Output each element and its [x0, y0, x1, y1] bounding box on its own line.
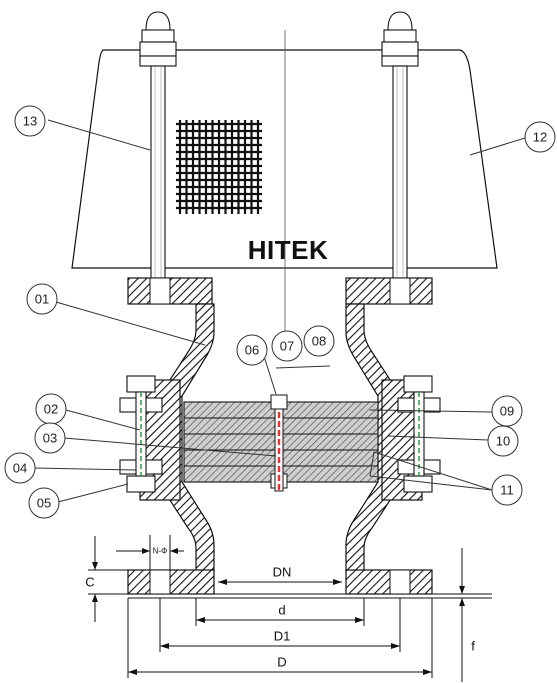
svg-text:12: 12	[533, 130, 547, 145]
bottom-flange-right	[345, 569, 433, 595]
callout-07: 07	[271, 330, 303, 362]
callout-06: 06	[236, 334, 268, 366]
flame-arrester-mesh	[176, 120, 262, 214]
dim-d: d	[195, 598, 365, 626]
dim-f-label: f	[471, 639, 475, 654]
callout-12: 12	[524, 121, 556, 153]
right-flange-bolt	[397, 375, 441, 493]
brand-label: HITEK	[248, 235, 329, 265]
svg-text:13: 13	[23, 114, 37, 129]
callout-05: 05	[28, 487, 60, 519]
center-bolt	[270, 394, 288, 492]
dim-dn-label: DN	[273, 565, 292, 580]
callout-01: 01	[26, 283, 58, 315]
dim-holes-label: N-Φ	[153, 547, 168, 556]
callout-09: 09	[491, 395, 523, 427]
svg-text:07: 07	[280, 339, 294, 354]
upper-flange-right	[345, 277, 433, 305]
svg-text:10: 10	[496, 434, 510, 449]
svg-text:01: 01	[35, 292, 49, 307]
dim-c: C	[85, 536, 128, 622]
svg-text:09: 09	[500, 404, 514, 419]
left-stud	[139, 11, 177, 281]
dim-d1: D1	[159, 598, 401, 652]
dim-c-label: C	[85, 575, 94, 590]
upper-flange-left	[127, 277, 213, 305]
dim-f: f	[432, 548, 492, 682]
callout-02: 02	[35, 393, 67, 425]
callout-13: 13	[14, 105, 46, 137]
dim-outer-d: D	[127, 598, 433, 678]
dim-dn: DN	[218, 565, 342, 585]
dim-holes: N-Φ	[116, 535, 184, 570]
callout-03: 03	[34, 422, 66, 454]
dim-d-label: d	[278, 603, 285, 618]
left-flange-bolt	[119, 375, 163, 493]
svg-text:11: 11	[500, 483, 514, 498]
callout-11: 11	[491, 474, 523, 506]
callout-04: 04	[4, 452, 36, 484]
dim-outer-d-label: D	[277, 655, 286, 670]
bottom-flange-left	[127, 569, 215, 595]
callout-10: 10	[487, 425, 519, 457]
weather-hood	[71, 49, 498, 269]
right-stud	[381, 11, 419, 281]
svg-text:03: 03	[43, 431, 57, 446]
callout-08: 08	[303, 325, 335, 357]
leader-lines	[33, 119, 526, 503]
svg-text:04: 04	[13, 461, 27, 476]
svg-text:05: 05	[37, 496, 51, 511]
dim-d1-label: D1	[274, 629, 291, 644]
svg-text:08: 08	[312, 334, 326, 349]
svg-text:02: 02	[44, 402, 58, 417]
svg-text:06: 06	[245, 343, 259, 358]
